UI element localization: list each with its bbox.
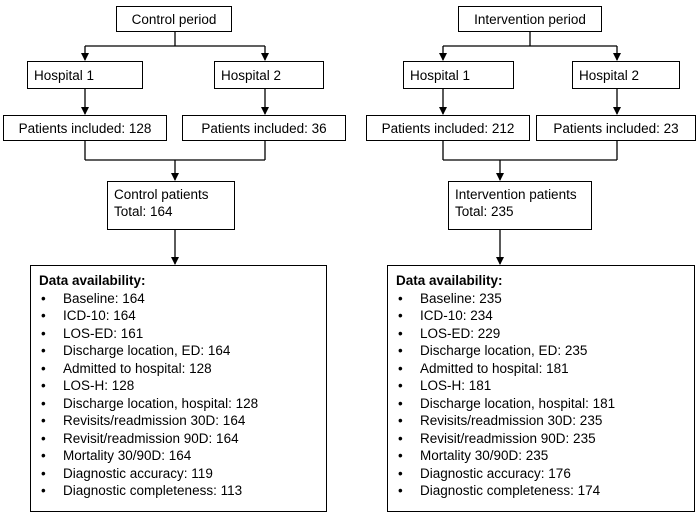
- list-item: Discharge location, ED: 235: [396, 342, 686, 360]
- intervention-included2-label: Patients included: 23: [553, 120, 679, 136]
- list-item: Revisits/readmission 30D: 235: [396, 412, 686, 430]
- list-item: Revisit/readmission 90D: 235: [396, 430, 686, 448]
- control-included2-box: Patients included: 36: [182, 115, 346, 141]
- list-item: Revisits/readmission 30D: 164: [39, 412, 318, 430]
- list-item: Admitted to hospital: 181: [396, 360, 686, 378]
- control-hospital1-box: Hospital 1: [27, 61, 143, 89]
- list-item: LOS-H: 181: [396, 377, 686, 395]
- list-item: Revisit/readmission 90D: 164: [39, 430, 318, 448]
- intervention-included1-label: Patients included: 212: [381, 120, 515, 136]
- intervention-period-box: Intervention period: [458, 6, 602, 32]
- list-item: Mortality 30/90D: 164: [39, 447, 318, 465]
- list-item: Discharge location, hospital: 128: [39, 395, 318, 413]
- list-item: Discharge location, ED: 164: [39, 342, 318, 360]
- intervention-hospital2-label: Hospital 2: [579, 67, 640, 83]
- control-included1-box: Patients included: 128: [3, 115, 167, 141]
- intervention-patients-box: Intervention patients Total: 235: [448, 181, 592, 230]
- list-item: Diagnostic completeness: 113: [39, 482, 318, 500]
- intervention-hospital1-box: Hospital 1: [403, 61, 514, 89]
- control-patients-title: Control patients: [114, 187, 209, 202]
- control-data-availability-box: Data availability: Baseline: 164 ICD-10:…: [30, 265, 327, 512]
- intervention-hospital2-box: Hospital 2: [572, 61, 680, 89]
- intervention-included1-box: Patients included: 212: [366, 115, 530, 141]
- list-item: Baseline: 164: [39, 290, 318, 308]
- control-hospital1-label: Hospital 1: [34, 67, 95, 83]
- control-included2-label: Patients included: 36: [201, 120, 327, 136]
- control-included1-label: Patients included: 128: [18, 120, 152, 136]
- intervention-data-header: Data availability:: [396, 273, 503, 288]
- list-item: Diagnostic accuracy: 119: [39, 465, 318, 483]
- list-item: Baseline: 235: [396, 290, 686, 308]
- list-item: Diagnostic accuracy: 176: [396, 465, 686, 483]
- list-item: Mortality 30/90D: 235: [396, 447, 686, 465]
- control-period-box: Control period: [116, 6, 232, 32]
- intervention-period-label: Intervention period: [474, 11, 586, 27]
- intervention-patients-title: Intervention patients: [455, 187, 577, 202]
- control-patients-box: Control patients Total: 164: [107, 181, 235, 230]
- intervention-hospital1-label: Hospital 1: [410, 67, 471, 83]
- intervention-data-availability-box: Data availability: Baseline: 235 ICD-10:…: [387, 265, 695, 512]
- list-item: ICD-10: 164: [39, 307, 318, 325]
- list-item: LOS-ED: 161: [39, 325, 318, 343]
- list-item: Diagnostic completeness: 174: [396, 482, 686, 500]
- list-item: LOS-ED: 229: [396, 325, 686, 343]
- control-data-header: Data availability:: [39, 273, 146, 288]
- control-hospital2-label: Hospital 2: [221, 67, 282, 83]
- list-item: ICD-10: 234: [396, 307, 686, 325]
- control-period-label: Control period: [131, 11, 217, 27]
- list-item: Discharge location, hospital: 181: [396, 395, 686, 413]
- control-hospital2-box: Hospital 2: [214, 61, 324, 89]
- control-patients-total: Total: 164: [114, 204, 173, 219]
- list-item: Admitted to hospital: 128: [39, 360, 318, 378]
- control-data-list: Baseline: 164 ICD-10: 164 LOS-ED: 161 Di…: [39, 290, 318, 500]
- intervention-patients-total: Total: 235: [455, 204, 514, 219]
- list-item: LOS-H: 128: [39, 377, 318, 395]
- intervention-included2-box: Patients included: 23: [536, 115, 696, 141]
- intervention-data-list: Baseline: 235 ICD-10: 234 LOS-ED: 229 Di…: [396, 290, 686, 500]
